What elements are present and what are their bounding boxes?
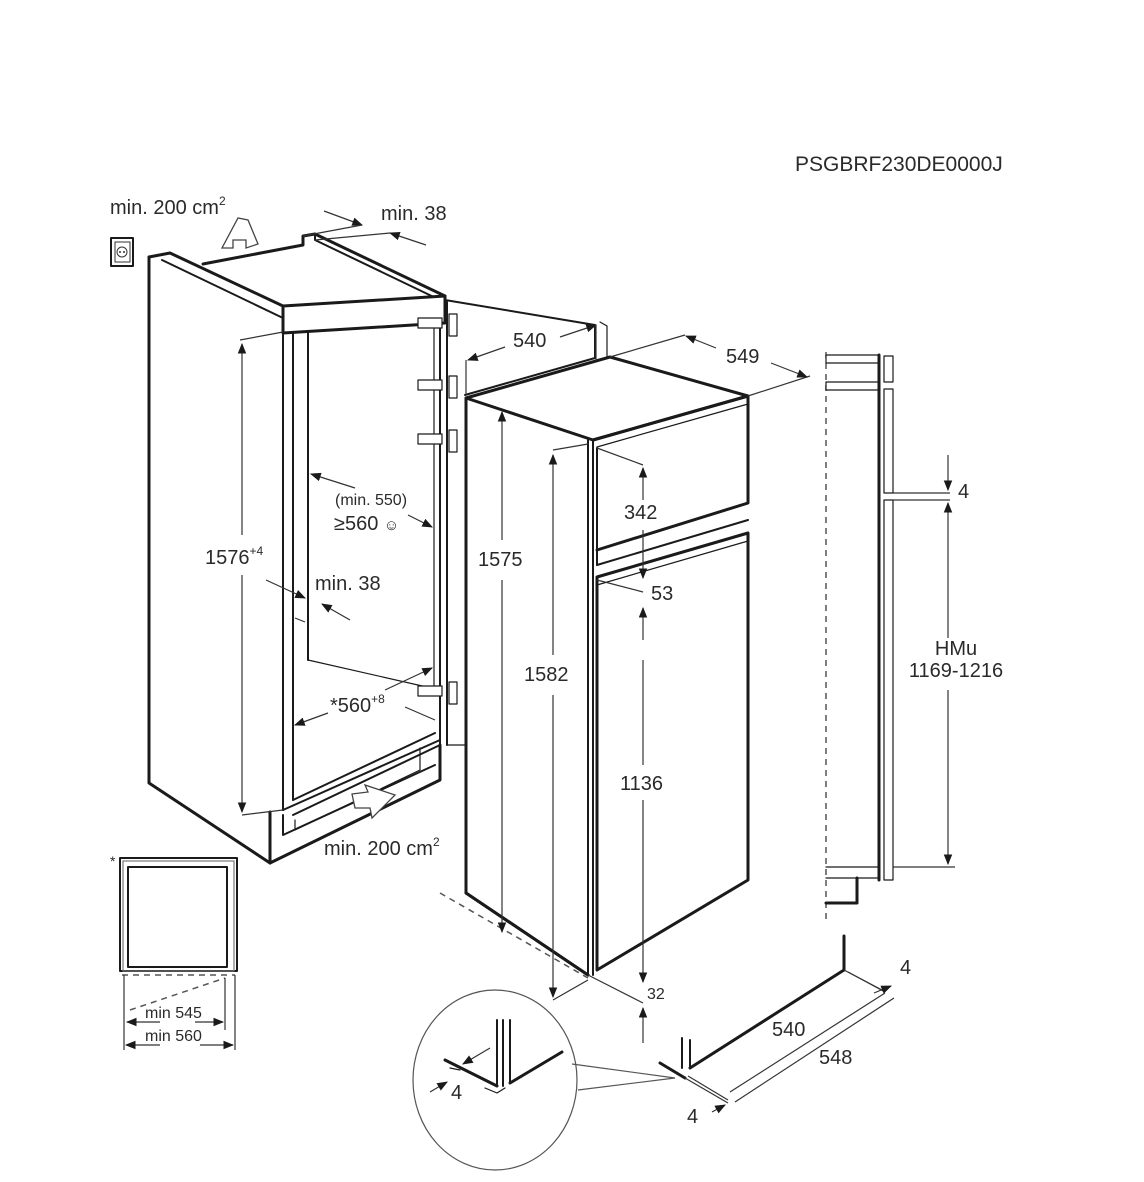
plan-view-asterisk: *	[110, 853, 116, 869]
hmu-title: HMu	[934, 638, 978, 660]
plan-min-inner-label: min 545	[145, 1005, 202, 1022]
zoom-offset-label: 4	[451, 1082, 463, 1104]
appliance-dimension-lines	[465, 323, 811, 1043]
rear-gap-label: min. 38	[381, 203, 447, 225]
base-depth-outer-label: 548	[819, 1047, 853, 1069]
appliance-width-label: 540	[511, 330, 549, 352]
bottom-offset-label: 32	[647, 986, 665, 1003]
bottom-vent-text: min. 200 cm	[324, 838, 433, 860]
bottom-vent-sup: 2	[432, 835, 440, 849]
niche-width-label: *560+8	[330, 693, 385, 716]
niche-width-text: *560	[330, 695, 372, 717]
hmu-range: 1169-1216	[908, 660, 1004, 682]
smiley-icon: ☺	[383, 517, 400, 534]
appliance-body	[439, 355, 750, 979]
top-vent-sup: 2	[218, 194, 226, 208]
model-code: PSGBRF230DE0000J	[795, 153, 1003, 176]
top-vent-arrow-icon	[220, 217, 259, 249]
door-gap-label: 53	[651, 583, 674, 605]
door-profile-gap-label: 4	[958, 481, 970, 503]
freezer-door-height-label: 342	[622, 502, 660, 524]
niche-height-label: 1576+4	[203, 544, 266, 569]
hmu-label: HMu 1169-1216	[898, 638, 1014, 682]
top-vent-text: min. 200 cm	[110, 197, 219, 219]
wall-socket-icon	[110, 237, 134, 267]
door-profile-section	[824, 352, 955, 920]
base-side-offset-left-label: 4	[687, 1106, 699, 1128]
plan-min-outer-label: min 560	[145, 1028, 202, 1045]
niche-height-sup: +4	[249, 544, 264, 558]
door-hinges	[417, 313, 458, 705]
bottom-vent-arrow-icon	[351, 783, 397, 820]
base-depth-inner-label: 540	[772, 1019, 806, 1041]
depth-text: ≥560	[334, 513, 379, 535]
niche-cabinet	[147, 232, 447, 865]
depth-min-note: (min. 550)	[335, 492, 408, 509]
top-vent-label: min. 200 cm2	[110, 195, 226, 218]
fridge-door-height-label: 1136	[618, 773, 666, 795]
total-height-label: 1582	[522, 664, 571, 686]
side-gap-label: min. 38	[315, 573, 381, 595]
depth-label: ≥560 ☺	[334, 514, 399, 534]
base-detail	[412, 934, 895, 1171]
appliance-depth-label: 549	[724, 346, 762, 368]
bottom-vent-label: min. 200 cm2	[324, 836, 440, 859]
niche-dimension-lines	[237, 210, 436, 820]
niche-width-sup: +8	[371, 692, 385, 706]
niche-height-text: 1576	[205, 547, 250, 569]
plan-view	[119, 857, 238, 1050]
cabinet-height-label: 1575	[476, 549, 525, 571]
base-side-offset-right-label: 4	[900, 957, 912, 979]
